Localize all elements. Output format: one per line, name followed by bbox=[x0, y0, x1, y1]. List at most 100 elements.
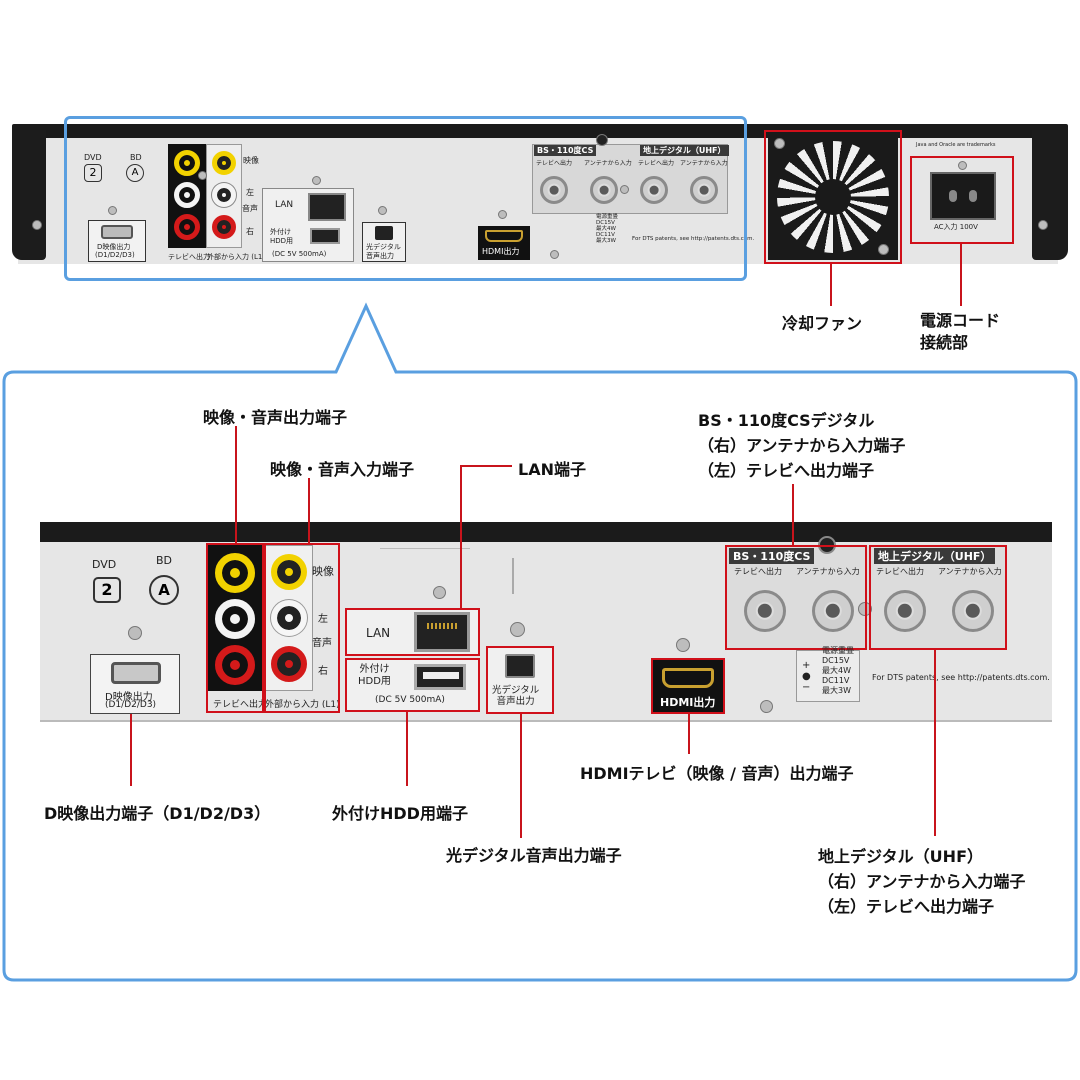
ac-pin bbox=[949, 190, 957, 202]
rca-in-left bbox=[271, 600, 307, 636]
power-note: 電源重畳 DC15V 最大4W DC11V 最大3W bbox=[822, 646, 854, 695]
hdmi-label: HDMI出力 bbox=[482, 247, 520, 256]
screw bbox=[433, 586, 446, 599]
optical-jack bbox=[505, 654, 535, 678]
rca-video-label: 映像 bbox=[243, 156, 259, 165]
bs-antenna-in-label: アンテナから入力 bbox=[584, 160, 632, 167]
hdmi-callout: HDMIテレビ（映像 / 音声）出力端子 bbox=[580, 764, 854, 783]
bs-tv-out-label: テレビへ出力 bbox=[734, 567, 782, 576]
screw bbox=[108, 206, 117, 215]
fan-hub bbox=[815, 179, 851, 215]
av-out-highlight bbox=[206, 543, 264, 713]
fan-highlight bbox=[764, 130, 902, 264]
dts-note: For DTS patents, see http://patents.dts.… bbox=[872, 673, 1050, 682]
rca-out-left bbox=[215, 599, 255, 639]
rca-out-right bbox=[174, 214, 200, 240]
screw bbox=[378, 206, 387, 215]
rca-out-video bbox=[215, 553, 255, 593]
zoom-panel-line bbox=[40, 720, 1052, 722]
rca-in-right bbox=[212, 215, 236, 239]
rca-out-block bbox=[168, 144, 206, 248]
terr-highlight bbox=[869, 545, 1007, 650]
screw bbox=[312, 176, 321, 185]
dts-note: For DTS patents, see http://patents.dts.… bbox=[632, 236, 755, 242]
terr-tv-out-label: テレビへ出力 bbox=[876, 567, 924, 576]
java-note: Java and Oracle are trademarks bbox=[916, 142, 996, 148]
screw bbox=[760, 700, 773, 713]
bs-cs-tab: BS・110度CS bbox=[729, 548, 815, 564]
tv-out-label: テレビへ出力 bbox=[213, 700, 268, 710]
bs-callout: BS・110度CSデジタル （右）アンテナから入力端子 （左）テレビへ出力端子 bbox=[698, 411, 906, 480]
optical-label: 光デジタル 音声出力 bbox=[366, 243, 401, 260]
hdd-callout: 外付けHDD用端子 bbox=[332, 804, 468, 823]
zoom-chassis-top bbox=[40, 522, 1052, 544]
bd-region-icon: A bbox=[149, 575, 179, 605]
hdmi-jack bbox=[662, 668, 714, 688]
rca-out-right bbox=[215, 645, 255, 685]
bs-in-coax bbox=[590, 176, 618, 204]
av-out-line bbox=[235, 426, 237, 544]
rca-right-label: 右 bbox=[318, 666, 328, 677]
bd-label: BD bbox=[156, 554, 173, 567]
power-note: 電源重畳 DC15V 最大4W DC11V 最大3W bbox=[596, 214, 619, 244]
panel-groove bbox=[512, 558, 514, 594]
ac-label: AC入力 100V bbox=[934, 223, 978, 231]
dvd-region-icon: 2 bbox=[84, 164, 102, 182]
terr-callout: 地上デジタル（UHF） （右）アンテナから入力端子 （左）テレビへ出力端子 bbox=[818, 847, 1026, 916]
bs-in-coax bbox=[812, 590, 854, 632]
rca-audio-label: 音声 bbox=[312, 638, 332, 649]
ac-callout-line bbox=[960, 244, 962, 306]
rca-in-video bbox=[212, 151, 236, 175]
power-note-box bbox=[796, 650, 860, 702]
rca-in-video bbox=[271, 554, 307, 590]
hdd-line bbox=[406, 712, 408, 786]
screw bbox=[128, 626, 142, 640]
optical-line bbox=[520, 714, 522, 838]
terr-in-coax bbox=[690, 176, 718, 204]
lan-contacts bbox=[427, 623, 457, 629]
ac-inlet bbox=[930, 172, 996, 220]
ac-pin bbox=[969, 190, 977, 202]
zoom-source-frame bbox=[64, 116, 747, 281]
d-connector bbox=[111, 662, 161, 684]
optical-callout: 光デジタル音声出力端子 bbox=[446, 846, 622, 865]
lan-port bbox=[414, 612, 470, 652]
ac-highlight bbox=[910, 156, 1014, 244]
bs-tv-out-label: テレビへ出力 bbox=[536, 160, 573, 167]
bd-region-icon: A bbox=[126, 164, 144, 182]
dout-callout: D映像出力端子（D1/D2/D3） bbox=[44, 804, 271, 823]
tv-out-label: テレビへ出力 bbox=[168, 253, 210, 261]
fan-callout-line bbox=[830, 264, 832, 306]
lan-line-h bbox=[460, 465, 512, 467]
rca-out-block bbox=[208, 545, 262, 691]
terrestrial-tab: 地上デジタル（UHF） bbox=[874, 548, 996, 564]
screw bbox=[498, 210, 507, 219]
power-cord-callout: 電源コード 接続部 bbox=[920, 311, 1001, 352]
lan-line-v bbox=[460, 465, 462, 609]
rca-audio-label: 音声 bbox=[242, 204, 258, 213]
rca-out-video bbox=[174, 150, 200, 176]
usb-tongue bbox=[423, 672, 459, 679]
rca-left-label: 左 bbox=[246, 188, 254, 197]
ext-in-label: 外部から入力 (L1) bbox=[207, 253, 266, 261]
dvd-region-icon: 2 bbox=[93, 577, 121, 603]
terr-line bbox=[934, 650, 936, 836]
lan-label: LAN bbox=[366, 626, 391, 640]
cooling-fan bbox=[768, 134, 898, 260]
d-connector bbox=[101, 225, 133, 239]
screw bbox=[198, 171, 207, 180]
terr-tv-out-label: テレビへ出力 bbox=[638, 160, 675, 167]
usb-port bbox=[310, 228, 340, 244]
rca-right-label: 右 bbox=[246, 227, 254, 236]
rca-out-left bbox=[174, 182, 200, 208]
dvd-label: DVD bbox=[84, 153, 102, 162]
dvd-label: DVD bbox=[92, 558, 117, 571]
lan-callout: LAN端子 bbox=[518, 460, 586, 479]
optical-jack bbox=[375, 226, 393, 240]
d-video-output-sub: (D1/D2/D3) bbox=[105, 700, 157, 710]
d-video-output-port: D映像出力 (D1/D2/D3) bbox=[90, 654, 180, 714]
av-in-line bbox=[308, 478, 310, 544]
d-video-output-label: D映像出力 bbox=[97, 243, 131, 251]
optical-label: 光デジタル 音声出力 bbox=[492, 685, 540, 707]
av-in-callout: 映像・音声入力端子 bbox=[270, 460, 415, 479]
